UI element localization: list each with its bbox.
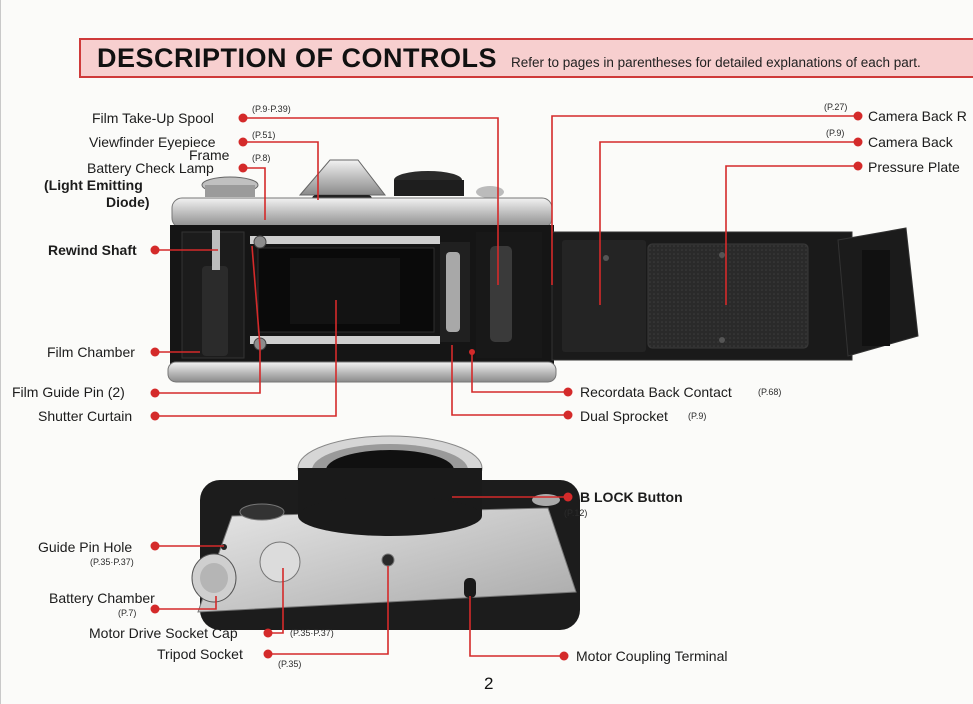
ref-dual-sprocket: (P.9) xyxy=(688,411,707,421)
label-tripod-socket: Tripod Socket xyxy=(157,646,243,662)
label-shutter-curtain: Shutter Curtain xyxy=(38,408,133,424)
label-film-guide-pin: Film Guide Pin (2) xyxy=(12,384,125,400)
label-camera-back: Camera Back xyxy=(868,134,953,150)
camera-bottom-view xyxy=(191,435,580,630)
label-battery-check-lamp: Battery Check Lamp xyxy=(87,160,214,176)
ref-camera-back: (P.9) xyxy=(826,128,845,138)
label-battery-chamber: Battery Chamber xyxy=(49,590,155,606)
camera-back-view xyxy=(167,159,919,383)
label-rewind-shaft: Rewind Shaft xyxy=(48,242,137,258)
label-dual-sprocket: Dual Sprocket xyxy=(580,408,668,424)
label-pressure-plate: Pressure Plate xyxy=(868,159,960,175)
ref-guide-pin-hole: (P.35·P.37) xyxy=(90,557,134,567)
label-film-take-up-spool: Film Take-Up Spool xyxy=(92,110,214,126)
page-subtitle: Refer to pages in parentheses for detail… xyxy=(511,54,921,70)
ref-tripod-socket: (P.35) xyxy=(278,659,302,669)
ref-recordata-back-contact: (P.68) xyxy=(758,387,782,397)
ref-battery-check-lamp: (P.8) xyxy=(252,153,271,163)
label-led-line2: Diode) xyxy=(106,194,150,210)
ref-camera-back-r: (P.27) xyxy=(824,102,848,112)
label-viewfinder-eyepiece: Viewfinder Eyepiece xyxy=(89,134,216,150)
page-title: DESCRIPTION OF CONTROLS xyxy=(97,42,498,73)
label-guide-pin-hole: Guide Pin Hole xyxy=(38,539,133,555)
label-recordata-back-contact: Recordata Back Contact xyxy=(580,384,732,400)
ref-viewfinder-eyepiece: (P.51) xyxy=(252,130,276,140)
ref-motor-drive-socket-cap: (P.35·P.37) xyxy=(290,628,334,638)
ref-film-take-up-spool: (P.9·P.39) xyxy=(252,104,291,114)
label-motor-coupling-terminal: Motor Coupling Terminal xyxy=(576,648,728,664)
label-b-lock-button: B LOCK Button xyxy=(580,489,683,505)
page-number: 2 xyxy=(484,674,494,693)
label-film-chamber: Film Chamber xyxy=(47,344,135,360)
page-edge xyxy=(0,0,1,704)
label-camera-back-r: Camera Back R xyxy=(868,108,967,124)
label-frame: Frame xyxy=(189,147,230,163)
ref-b-lock-button: (P.12) xyxy=(564,508,588,518)
section-header: DESCRIPTION OF CONTROLS Refer to pages i… xyxy=(79,38,973,78)
label-led-line1: (Light Emitting xyxy=(44,177,143,193)
ref-battery-chamber: (P.7) xyxy=(118,608,137,618)
label-motor-drive-socket-cap: Motor Drive Socket Cap xyxy=(89,625,238,641)
